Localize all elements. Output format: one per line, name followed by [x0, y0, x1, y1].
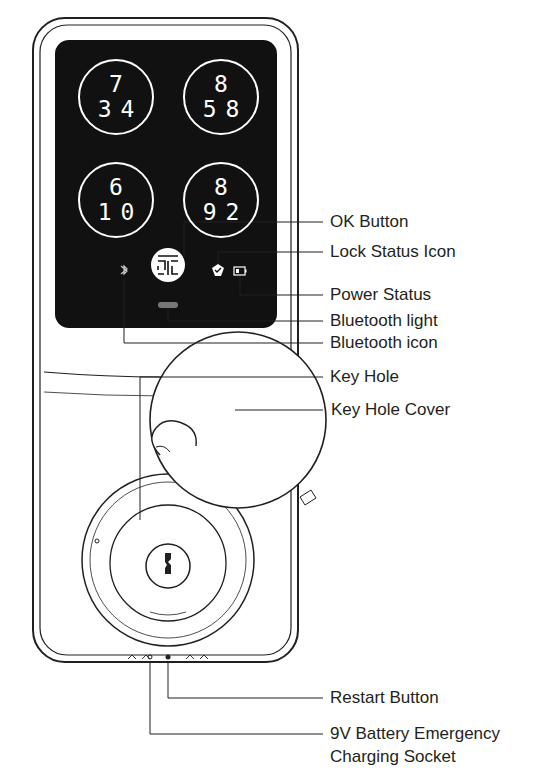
- battery-tip: [245, 270, 247, 273]
- leader-line: [240, 276, 323, 295]
- key-hole: [146, 544, 190, 588]
- key-digit: 6: [109, 175, 123, 200]
- keypad-button: 734: [77, 58, 155, 136]
- bluetooth-light: [158, 302, 178, 308]
- battery-icon: [234, 267, 245, 275]
- callout-label: Key Hole: [330, 365, 535, 388]
- cover-hinge-detail: [156, 446, 170, 452]
- battery-level: [236, 269, 239, 273]
- callout-label: Power Status: [330, 283, 535, 306]
- charging-socket: [148, 655, 152, 659]
- button-circle: [79, 163, 153, 237]
- callout-label: Lock Status Icon: [330, 240, 535, 263]
- bluetooth-icon: [121, 266, 127, 274]
- leader-lines: [124, 222, 323, 734]
- cover-slot: [300, 490, 316, 505]
- ring-dot: [95, 539, 99, 543]
- key-digit: 1: [98, 200, 112, 225]
- callout-label: Key Hole Cover: [331, 398, 536, 421]
- callout-label: 9V Battery Emergency Charging Socket: [330, 722, 535, 768]
- key-digit: 8: [214, 175, 228, 200]
- leader-line: [218, 252, 323, 264]
- keypad-button: 892: [182, 161, 260, 239]
- key-digit: 4: [121, 97, 135, 122]
- key-hole-cover: [150, 332, 326, 508]
- button-outline: [182, 161, 260, 239]
- restart-button: [166, 655, 171, 660]
- callout-label: Restart Button: [330, 686, 535, 709]
- button-circle: [184, 60, 258, 134]
- leader-line: [140, 377, 323, 520]
- key-digit: 2: [226, 200, 240, 225]
- ring-detail: [150, 612, 186, 615]
- leader-line: [235, 410, 323, 411]
- keypad-button: 610: [77, 161, 155, 239]
- bottom-marks: [128, 655, 208, 659]
- keypad-button: 858: [182, 58, 260, 136]
- leader-line: [184, 222, 323, 258]
- button-circle: [184, 163, 258, 237]
- cover-hinge: [152, 421, 196, 455]
- leader-line: [168, 662, 323, 698]
- lock-status-check: [215, 268, 221, 272]
- key-digit: 5: [203, 97, 217, 122]
- key-digit: 9: [203, 200, 217, 225]
- key-slot: [165, 553, 171, 574]
- lock-status-icon: [212, 264, 224, 276]
- callout-label: Bluetooth icon: [330, 331, 535, 354]
- keypad-panel: [55, 40, 277, 328]
- leader-line: [168, 309, 323, 321]
- key-digit: 0: [121, 200, 135, 225]
- key-digit: 7: [109, 72, 123, 97]
- key-digit: 3: [98, 97, 112, 122]
- button-outline: [77, 58, 155, 136]
- button-outline: [182, 58, 260, 136]
- callout-label: Bluetooth light: [330, 309, 535, 332]
- key-digit: 8: [214, 72, 228, 97]
- leader-line: [150, 662, 323, 734]
- callout-label: OK Button: [330, 210, 535, 233]
- button-circle: [79, 60, 153, 134]
- button-outline: [77, 161, 155, 239]
- cylinder-ring: [110, 505, 226, 621]
- key-digit: 8: [226, 97, 240, 122]
- fingerprint-pattern: [158, 256, 178, 275]
- leader-line: [124, 278, 323, 343]
- ok-button: [151, 248, 185, 282]
